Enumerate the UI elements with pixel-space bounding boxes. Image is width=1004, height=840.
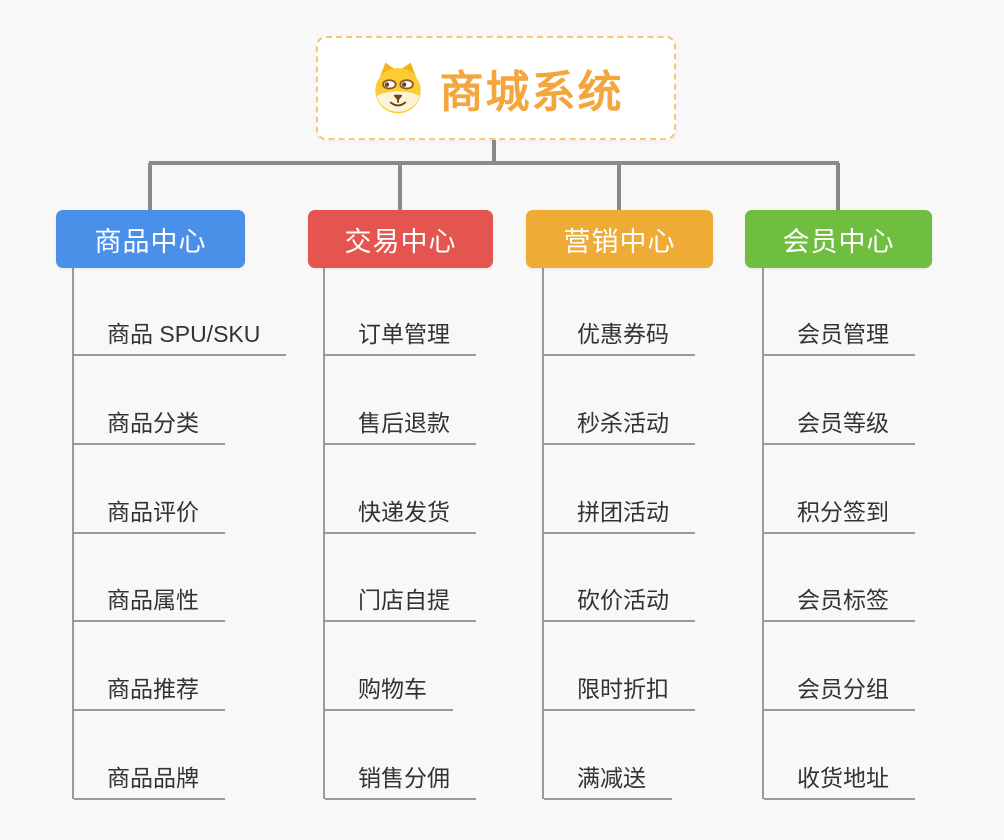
leaf-node[interactable]: 订单管理	[325, 320, 476, 356]
leaf-column-marketing: 优惠券码 秒杀活动 拼团活动 砍价活动 限时折扣 满减送	[542, 268, 695, 800]
leaf-node[interactable]: 商品评价	[74, 498, 225, 534]
leaf-node[interactable]: 收货地址	[764, 764, 915, 800]
leaf-node[interactable]: 砍价活动	[544, 586, 695, 622]
connector-branch-stub	[148, 163, 152, 210]
leaf-node[interactable]: 满减送	[544, 764, 672, 800]
leaf-node[interactable]: 商品 SPU/SKU	[74, 320, 287, 356]
connector-horizontal-trunk	[149, 161, 839, 165]
branch-node-marketing-center[interactable]: 营销中心	[526, 210, 713, 268]
leaf-node[interactable]: 快递发货	[325, 498, 476, 534]
dog-face-icon	[374, 62, 421, 114]
connector-branch-stub	[617, 163, 621, 210]
root-node[interactable]: 商城系统	[316, 36, 676, 140]
leaf-node[interactable]: 会员管理	[764, 320, 915, 356]
branch-node-label: 营销中心	[563, 226, 676, 257]
branch-node-member-center[interactable]: 会员中心	[745, 210, 932, 268]
branch-node-label: 交易中心	[344, 226, 457, 257]
leaf-node[interactable]: 购物车	[325, 675, 453, 711]
leaf-node[interactable]: 积分签到	[764, 498, 915, 534]
branch-node-label: 会员中心	[782, 226, 895, 257]
branch-node-trade-center[interactable]: 交易中心	[308, 210, 493, 268]
leaf-node[interactable]: 商品属性	[74, 586, 225, 622]
leaf-node[interactable]: 秒杀活动	[544, 409, 695, 445]
leaf-node[interactable]: 销售分佣	[325, 764, 476, 800]
connector-branch-stub	[836, 163, 840, 210]
leaf-node[interactable]: 商品分类	[74, 409, 225, 445]
leaf-node[interactable]: 商品推荐	[74, 675, 225, 711]
branch-node-label: 商品中心	[94, 226, 207, 257]
leaf-node[interactable]: 会员标签	[764, 586, 915, 622]
connector-root-stub	[492, 140, 496, 164]
root-node-title: 商城系统	[439, 68, 624, 117]
leaf-column-member: 会员管理 会员等级 积分签到 会员标签 会员分组 收货地址	[762, 268, 915, 800]
leaf-node[interactable]: 会员分组	[764, 675, 915, 711]
leaf-node[interactable]: 会员等级	[764, 409, 915, 445]
leaf-node[interactable]: 优惠券码	[544, 320, 695, 356]
leaf-node[interactable]: 限时折扣	[544, 675, 695, 711]
leaf-node[interactable]: 商品品牌	[74, 764, 225, 800]
branch-node-product-center[interactable]: 商品中心	[56, 210, 245, 268]
connector-branch-stub	[398, 163, 402, 210]
leaf-node[interactable]: 门店自提	[325, 586, 476, 622]
leaf-node[interactable]: 售后退款	[325, 409, 476, 445]
leaf-node[interactable]: 拼团活动	[544, 498, 695, 534]
leaf-column-product: 商品 SPU/SKU 商品分类 商品评价 商品属性 商品推荐 商品品牌	[72, 268, 287, 800]
leaf-column-trade: 订单管理 售后退款 快递发货 门店自提 购物车 销售分佣	[323, 268, 476, 800]
